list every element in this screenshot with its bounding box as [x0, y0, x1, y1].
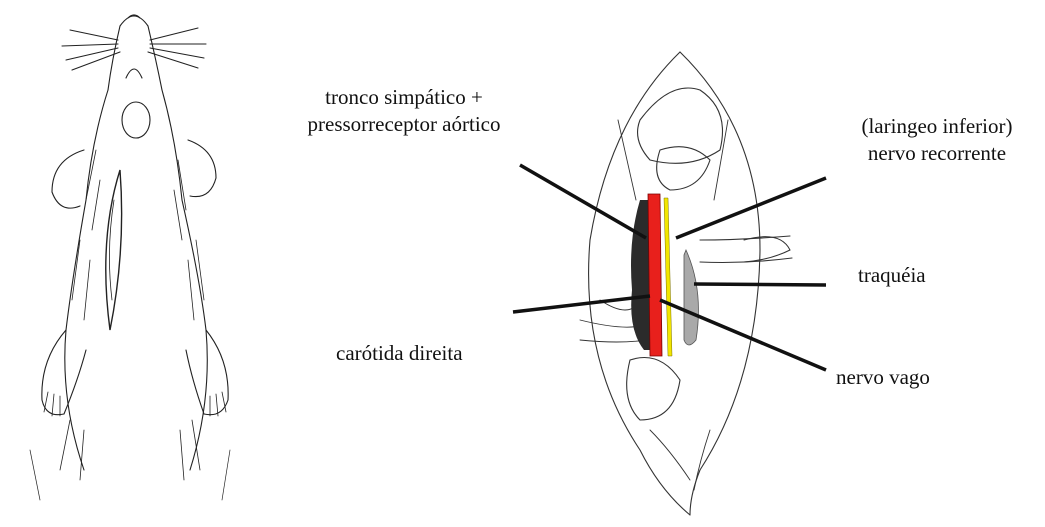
label-laringeo-inferior: (laringeo inferior) nervo recorrente	[842, 113, 1032, 167]
label-laringeo-line1: (laringeo inferior)	[842, 113, 1032, 140]
label-tronco-line1: tronco simpático +	[284, 84, 524, 111]
label-traqueia: traquéia	[858, 262, 926, 289]
label-nervo-vago: nervo vago	[836, 364, 930, 391]
label-carotida-direita: carótida direita	[336, 340, 463, 367]
label-tronco-line2: pressorreceptor aórtico	[284, 111, 524, 138]
label-laringeo-line2: nervo recorrente	[842, 140, 1032, 167]
label-tronco-simpatico: tronco simpático + pressorreceptor aórti…	[284, 84, 524, 138]
